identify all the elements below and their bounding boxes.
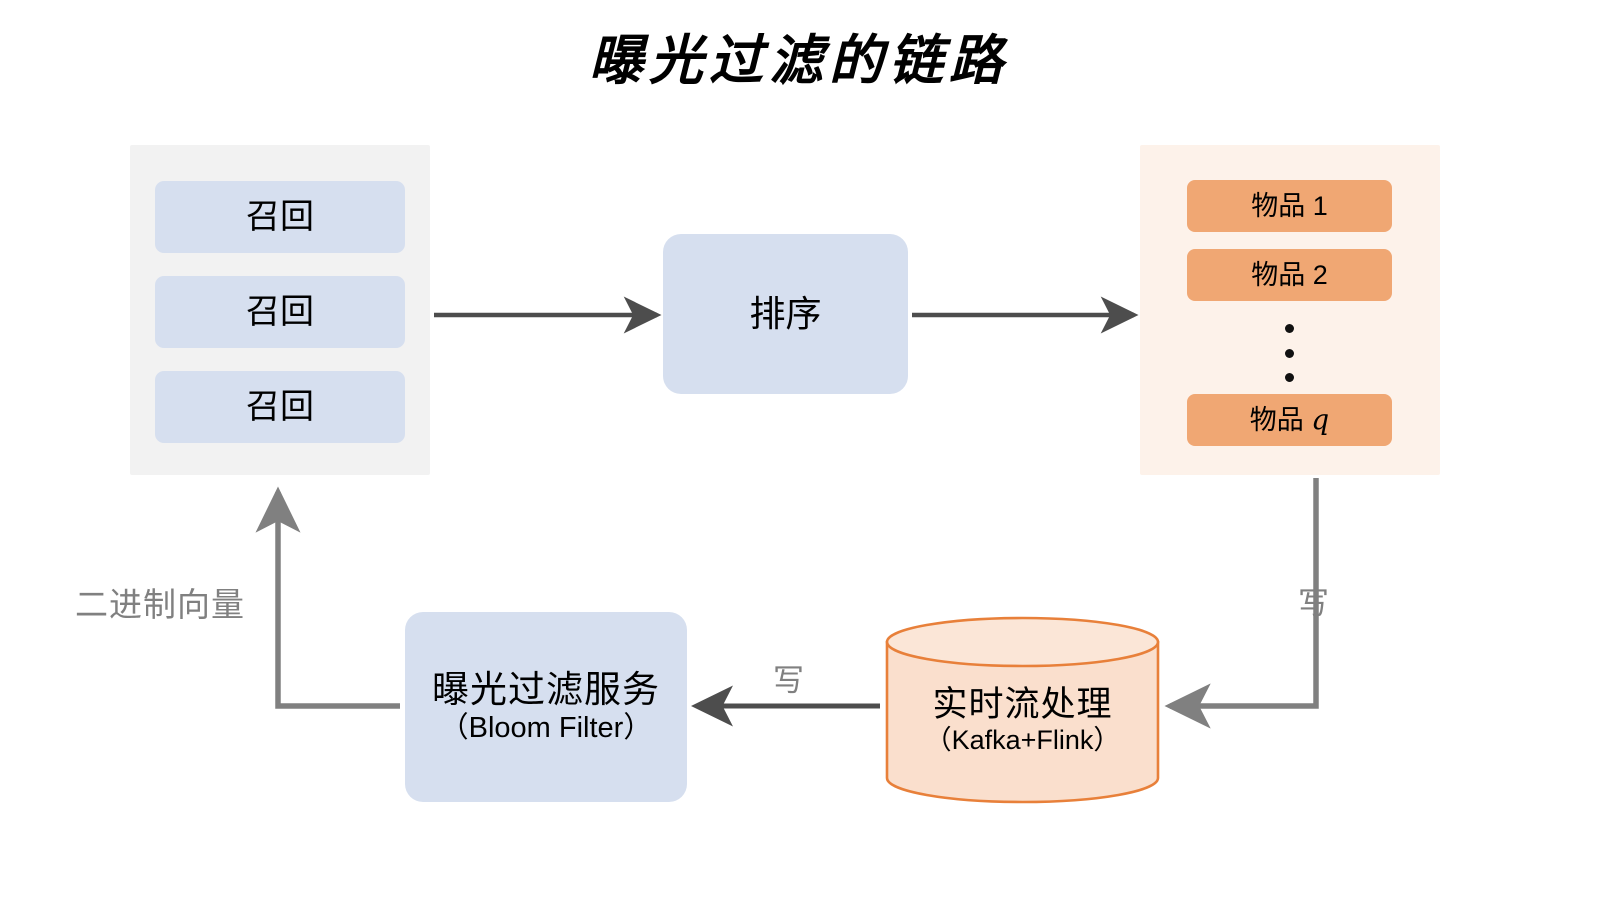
recall-box-2[interactable]: 召回 xyxy=(155,276,405,348)
stream-processing-subtitle: （Kafka+Flink） xyxy=(924,724,1121,755)
exposure-filter-node[interactable]: 曝光过滤服务 （Bloom Filter） xyxy=(405,612,687,802)
vertical-ellipsis-icon xyxy=(1187,320,1392,386)
recall-box-3[interactable]: 召回 xyxy=(155,371,405,443)
page-title: 曝光过滤的链路 xyxy=(589,28,1009,92)
edge-items-to-stream xyxy=(1164,478,1319,729)
exposure-filter-subtitle: （Bloom Filter） xyxy=(439,712,653,745)
cylinder-shape-icon xyxy=(885,616,1160,804)
exposure-filter-title: 曝光过滤服务 xyxy=(432,669,660,711)
item-box-q-index: q xyxy=(1311,403,1330,437)
ellipsis-dot xyxy=(1285,324,1294,333)
item-box-q-prefix: 物品 xyxy=(1249,405,1312,436)
stream-processing-node[interactable]: 实时流处理 （Kafka+Flink） xyxy=(885,616,1160,804)
item-box-2[interactable]: 物品 2 xyxy=(1187,249,1392,301)
item-box-q[interactable]: 物品 q xyxy=(1187,394,1392,446)
item-box-1[interactable]: 物品 1 xyxy=(1187,180,1392,232)
recall-box-1[interactable]: 召回 xyxy=(155,181,405,253)
edge-label-binary-vector: 二进制向量 xyxy=(75,586,245,623)
stream-processing-text: 实时流处理 （Kafka+Flink） xyxy=(885,616,1160,804)
stream-processing-title: 实时流处理 xyxy=(932,685,1113,725)
ellipsis-dot xyxy=(1285,373,1294,382)
edge-label-write-right: 写 xyxy=(1298,586,1329,621)
edge-filter-to-recall xyxy=(255,486,400,709)
edge-label-write-middle: 写 xyxy=(773,663,804,698)
rank-node[interactable]: 排序 xyxy=(663,234,908,394)
ellipsis-dot xyxy=(1285,348,1294,358)
